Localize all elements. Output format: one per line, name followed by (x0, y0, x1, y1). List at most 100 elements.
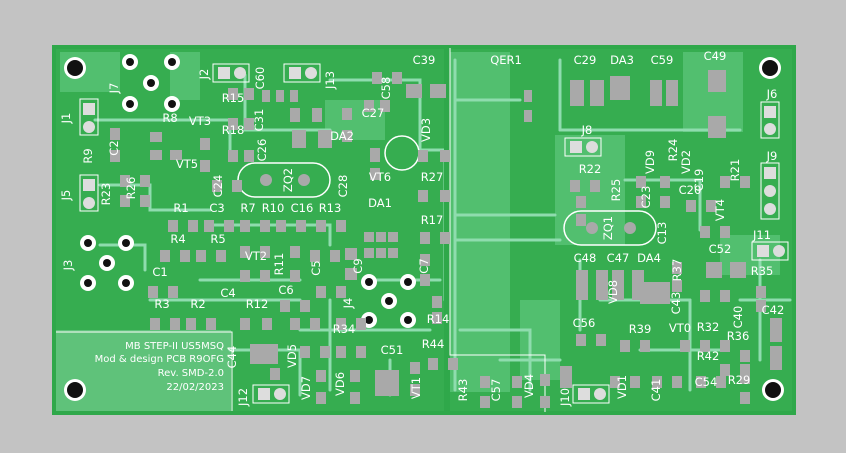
label-r29: R29 (728, 373, 751, 387)
smd-pad (180, 250, 190, 262)
smd-pad (186, 318, 196, 330)
smd-pad (740, 176, 750, 188)
smd-pad (336, 286, 346, 298)
smd-pad (310, 318, 320, 330)
label-c51: C51 (381, 343, 404, 357)
smd-pad (168, 220, 178, 232)
info-line-3: Rev. SMD-2.0 (158, 368, 224, 379)
label-zq2: ZQ2 (281, 168, 295, 192)
label-vd6: VD6 (333, 372, 347, 396)
info-line-1: MB STEP-II US5MSQ (125, 341, 224, 352)
label-j13: J13 (323, 71, 337, 90)
smd-pad (410, 362, 420, 374)
smd-pad (420, 232, 430, 244)
smd-pad (620, 340, 630, 352)
label-r35: R35 (751, 264, 774, 278)
smd-pad (228, 88, 238, 100)
label-r34: R34 (333, 322, 356, 336)
smd-pad (364, 232, 374, 242)
smd-pad (590, 180, 600, 192)
label-j4: J4 (341, 298, 355, 310)
smd-pad (640, 340, 650, 352)
smd-pad (696, 376, 706, 388)
smd-pad (636, 196, 646, 208)
label-r2: R2 (190, 297, 205, 311)
smd-pad (666, 80, 678, 106)
smd-pad (345, 268, 357, 280)
smd-pad (420, 274, 430, 286)
label-r8: R8 (162, 111, 177, 125)
mounting-holes (64, 57, 784, 401)
smd-pad (216, 250, 226, 262)
label-c2: C2 (107, 140, 121, 155)
label-c5: C5 (309, 260, 323, 275)
smd-pad (560, 366, 572, 388)
smd-pad (296, 220, 306, 232)
smd-pad (224, 220, 234, 232)
smd-pad (212, 180, 222, 192)
smd-pad (372, 72, 382, 84)
smd-pad (686, 200, 696, 212)
label-c23: C23 (639, 186, 653, 209)
label-r7: R7 (240, 201, 255, 215)
label-c3: C3 (209, 201, 224, 215)
label-c57: C57 (489, 379, 503, 402)
label-r11: R11 (272, 253, 286, 276)
smd-pad (364, 248, 374, 258)
label-c26: C26 (255, 139, 269, 162)
smd-pad (406, 84, 422, 98)
label-c20: C20 (679, 183, 702, 197)
label-j11: J11 (752, 228, 771, 242)
smd-pad (420, 254, 430, 266)
smd-pad (700, 340, 710, 352)
smd-pad (244, 118, 254, 130)
label-c1: C1 (152, 265, 167, 279)
label-c7: C7 (417, 258, 431, 273)
smd-pad (376, 248, 386, 258)
smd-pad (740, 350, 750, 362)
header-pins (79, 63, 789, 404)
smd-pad (345, 248, 357, 260)
smd-pad (350, 370, 360, 382)
smd-pad (576, 270, 588, 300)
label-c16: C16 (291, 201, 314, 215)
smd-pad (524, 90, 532, 102)
label-c40: C40 (731, 306, 745, 329)
label-vd8: VD8 (606, 280, 620, 304)
smd-pad (512, 396, 522, 408)
label-c43: C43 (669, 292, 683, 315)
smd-pad (740, 364, 750, 376)
label-r39: R39 (629, 322, 652, 336)
smd-pad (260, 220, 270, 232)
smd-pad (672, 376, 682, 388)
smd-pad (240, 270, 250, 282)
smd-pad (730, 262, 746, 278)
smd-pad (260, 270, 270, 282)
label-j10: J10 (558, 388, 572, 407)
smd-pad (380, 100, 390, 112)
smd-pad (432, 296, 442, 308)
label-c52: C52 (709, 242, 732, 256)
label-r14: R14 (427, 312, 450, 326)
smd-pad (290, 270, 300, 282)
label-r42: R42 (697, 349, 720, 363)
smd-pad (770, 346, 782, 370)
smd-pad (540, 374, 550, 386)
label-vt4: VT4 (713, 199, 727, 221)
label-c27: C27 (362, 106, 385, 120)
smd-pad (708, 116, 726, 138)
smd-pad (150, 132, 162, 142)
smd-pad (336, 346, 346, 358)
smd-pad (290, 246, 300, 258)
smd-pad (110, 150, 120, 162)
label-da3: DA3 (610, 53, 634, 67)
label-vd5: VD5 (285, 344, 299, 368)
smd-pad (240, 318, 250, 330)
label-c39: C39 (413, 53, 436, 67)
label-c47: C47 (607, 251, 630, 265)
label-vt1: VT1 (409, 377, 423, 399)
smd-pad (300, 300, 310, 312)
label-c60: C60 (253, 67, 267, 90)
smd-pad (512, 376, 522, 388)
